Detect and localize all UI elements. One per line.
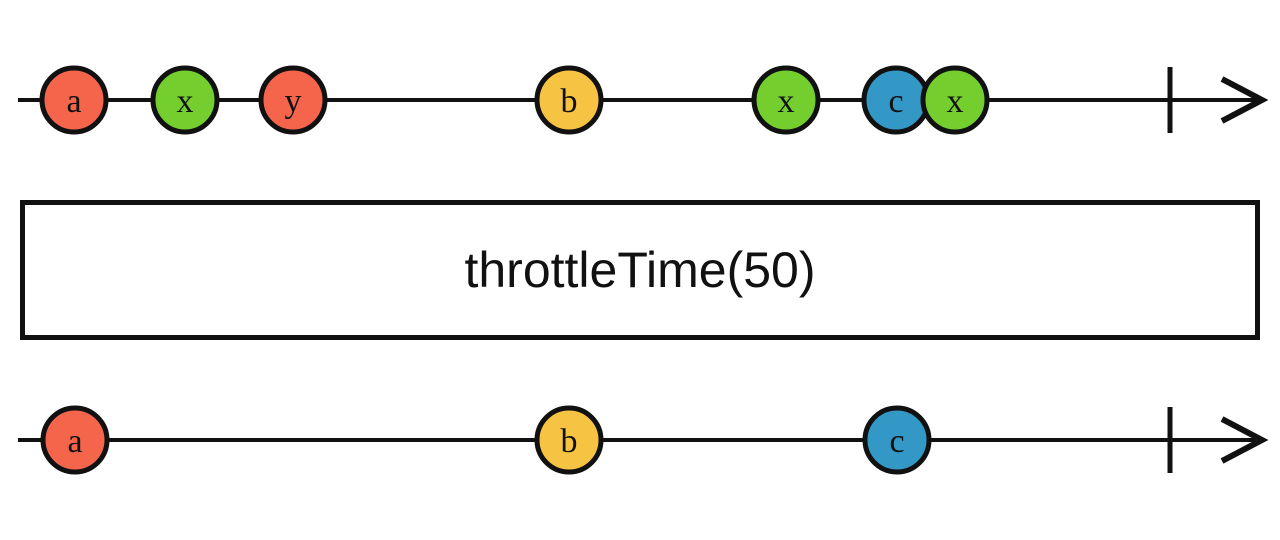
source-marble-circle[interactable] — [534, 65, 604, 135]
source-marble-y[interactable]: y — [258, 65, 328, 135]
source-marble-a[interactable]: a — [39, 65, 109, 135]
output-marble-circle — [862, 405, 932, 475]
source-marble-label: a — [66, 83, 81, 120]
source-marble-circle[interactable] — [751, 65, 821, 135]
output-marble-c: c — [862, 405, 932, 475]
source-arrowhead-icon — [1220, 76, 1269, 124]
source-marble-label: c — [888, 83, 903, 120]
output-marble-a: a — [40, 405, 110, 475]
output-arrowhead-icon — [1220, 416, 1269, 464]
output-marble-label: b — [561, 423, 578, 460]
source-marble-circle[interactable] — [258, 65, 328, 135]
source-marble-label: y — [285, 83, 302, 120]
source-marble-x[interactable]: x — [150, 65, 220, 135]
source-marble-b[interactable]: b — [534, 65, 604, 135]
source-marble-circle[interactable] — [39, 65, 109, 135]
operator-box: throttleTime(50) — [20, 200, 1260, 340]
source-marble-label: x — [778, 83, 795, 120]
output-marble-circle — [534, 405, 604, 475]
operator-label: throttleTime(50) — [464, 242, 816, 298]
source-marble-circle[interactable] — [150, 65, 220, 135]
source-marble-x[interactable]: x — [751, 65, 821, 135]
output-marble-circle — [40, 405, 110, 475]
source-marble-circle[interactable] — [920, 65, 990, 135]
source-marble-x[interactable]: x — [920, 65, 990, 135]
source-marble-c[interactable]: c — [861, 65, 931, 135]
source-marble-label: x — [177, 83, 194, 120]
source-marble-label: b — [561, 83, 578, 120]
source-marble-label: x — [947, 83, 964, 120]
output-marble-b: b — [534, 405, 604, 475]
output-marble-label: c — [889, 423, 904, 460]
output-marble-label: a — [67, 423, 82, 460]
